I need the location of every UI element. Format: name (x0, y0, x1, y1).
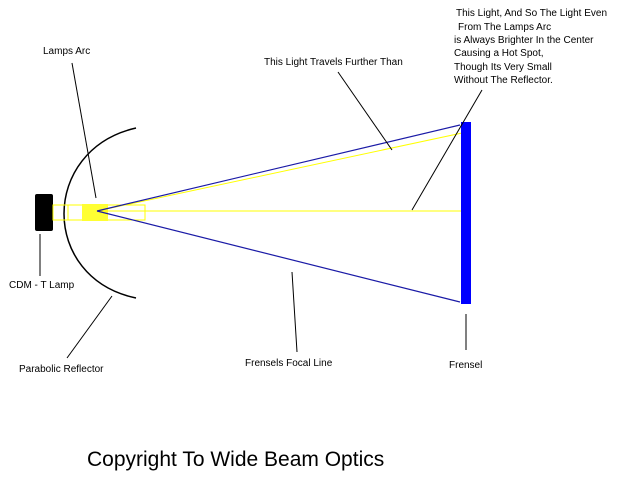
leader-parabolic-reflector (66, 295, 113, 359)
leader-lamps-arc (71, 62, 97, 199)
lamp-arc (82, 204, 108, 221)
focal-line-bottom (96, 210, 461, 303)
note-line-1: This Light, And So The Light Even (456, 8, 607, 19)
note-line-4: Causing a Hot Spot, (454, 48, 544, 59)
note-line-2: From The Lamps Arc (458, 22, 551, 33)
note-line-6: Without The Reflector. (454, 75, 553, 86)
focal-line-top (96, 124, 461, 212)
copyright-text: Copyright To Wide Beam Optics (87, 448, 384, 471)
label-lamps-arc: Lamps Arc (43, 46, 90, 57)
label-focal-line: Frensels Focal Line (245, 358, 333, 369)
leader-focal-line (291, 271, 298, 353)
note-line-3: is Always Brighter In the Center (454, 35, 594, 46)
label-cdm-lamp: CDM - T Lamp (9, 280, 75, 291)
lamp-body (35, 194, 53, 231)
frensel-lens (461, 122, 471, 304)
parabolic-reflector (63, 127, 137, 299)
label-parabolic-reflector: Parabolic Reflector (19, 364, 104, 375)
note-line-5: Though Its Very Small (454, 62, 552, 73)
light-ray-upper (96, 132, 463, 212)
label-frensel: Frensel (449, 360, 482, 371)
label-travels-further: This Light Travels Further Than (264, 57, 403, 68)
leader-travels-further (337, 71, 393, 151)
leader-note (411, 89, 483, 211)
